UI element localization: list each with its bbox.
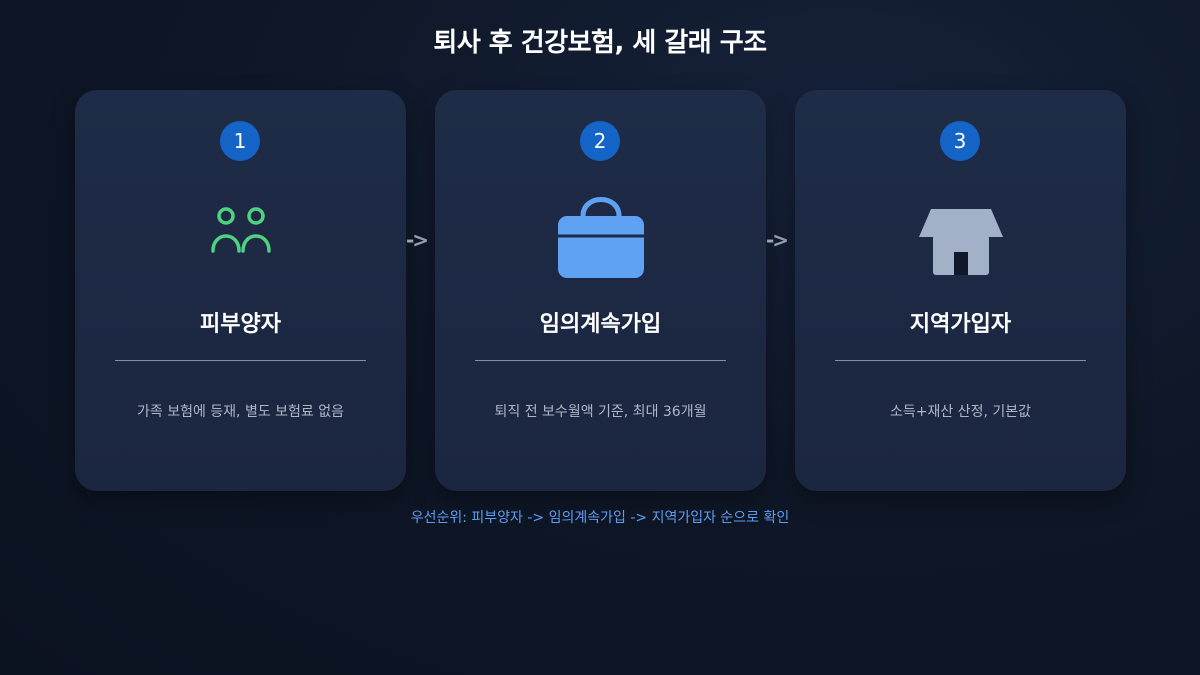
step-badge-1: 1: [220, 121, 260, 161]
card-dependent: 1 피부양자 가족 보험에 등재, 별도 보험료 없음: [75, 90, 406, 491]
card-title: 임의계속가입: [539, 312, 662, 337]
card-title: 피부양자: [200, 312, 281, 337]
card-regional-subscriber: 3 지역가입자 소득+재산 산정, 기본값: [795, 90, 1126, 491]
card-description: 가족 보험에 등재, 별도 보험료 없음: [136, 404, 345, 420]
arrow-1: ->: [406, 228, 429, 252]
step-badge-3: 3: [940, 121, 980, 161]
step-badge-2: 2: [580, 121, 620, 161]
card-voluntary-continuation: 2 임의계속가입 퇴직 전 보수월액 기준, 최대 36개월: [435, 90, 766, 491]
card-description: 소득+재산 산정, 기본값: [889, 404, 1031, 420]
card-description: 퇴직 전 보수월액 기준, 최대 36개월: [494, 404, 707, 420]
people-icon: [75, 205, 406, 255]
divider: [835, 360, 1086, 361]
divider: [475, 360, 726, 361]
divider: [115, 360, 366, 361]
card-title: 지역가입자: [909, 312, 1012, 337]
priority-note: 우선순위: 피부양자 -> 임의계속가입 -> 지역가입자 순으로 확인: [410, 510, 790, 526]
page-title: 퇴사 후 건강보험, 세 갈래 구조: [433, 28, 767, 58]
house-icon: [795, 208, 1126, 276]
arrow-2: ->: [766, 228, 789, 252]
briefcase-icon: [435, 190, 766, 280]
